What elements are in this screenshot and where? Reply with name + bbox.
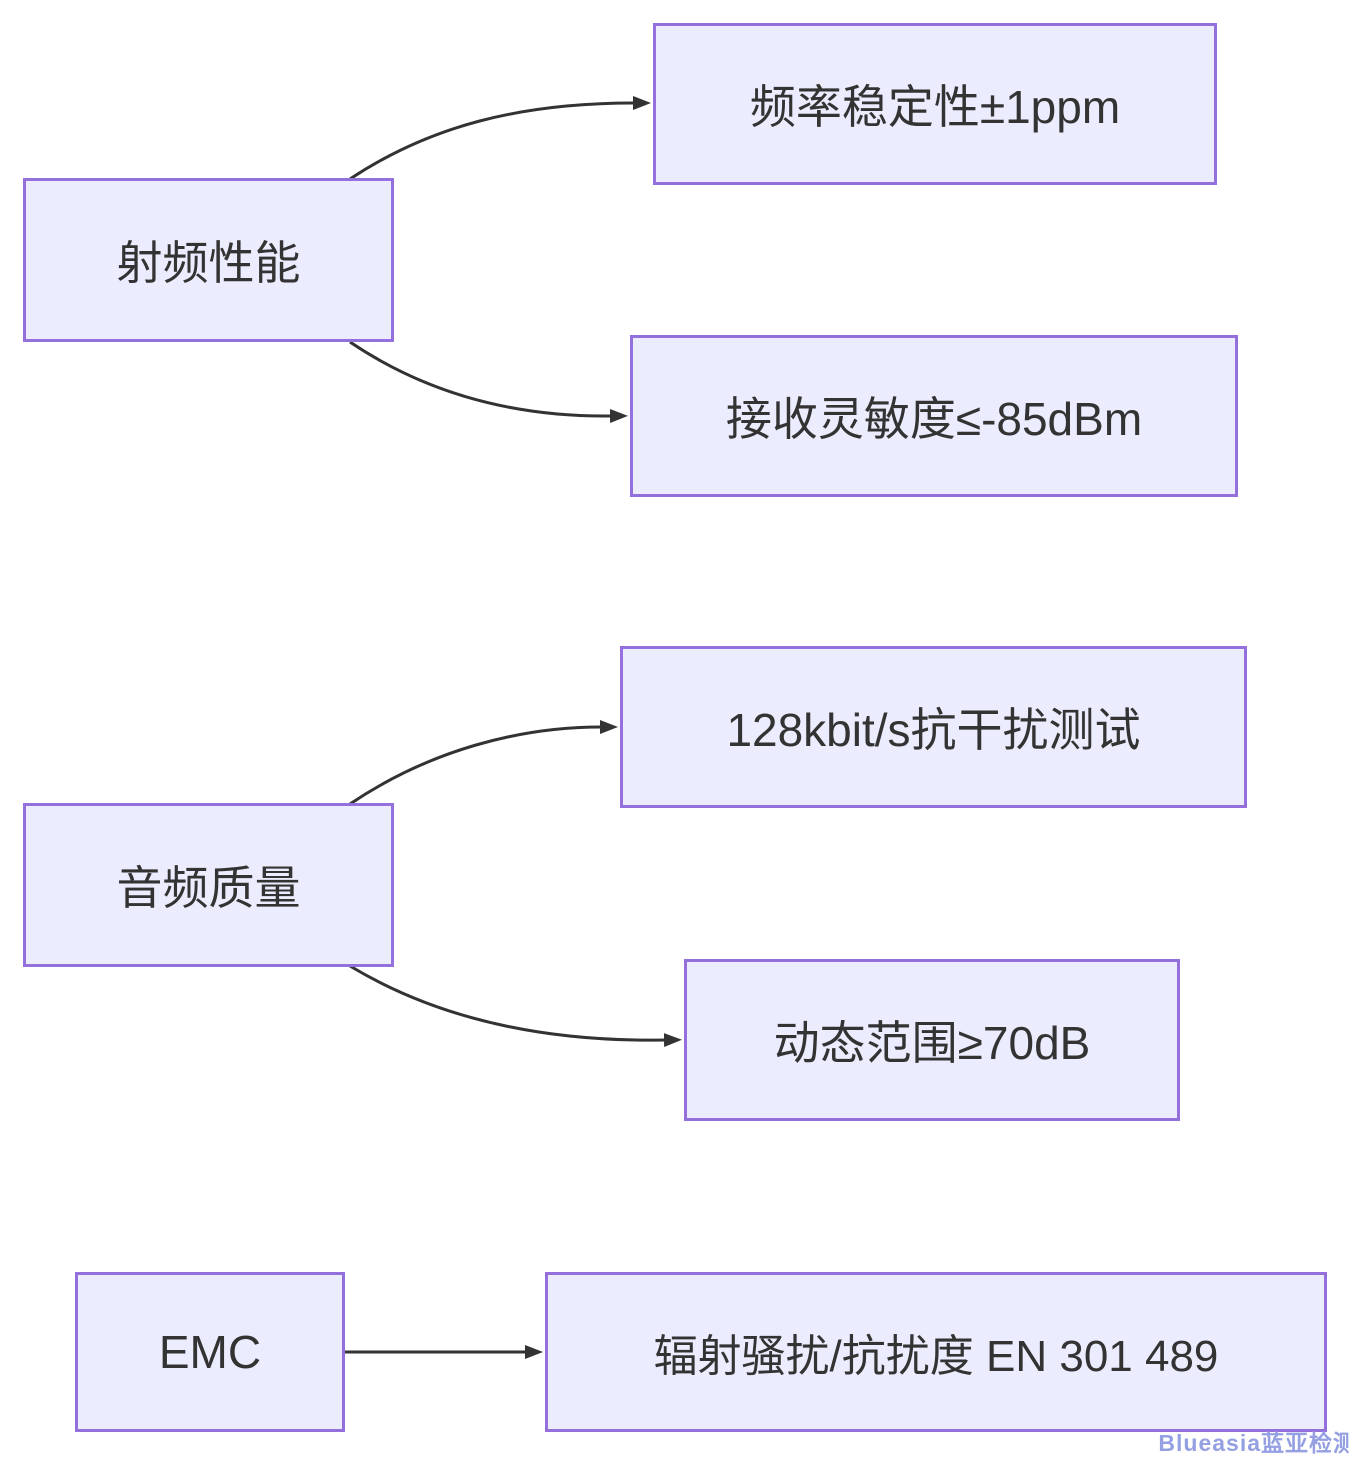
edge-rf-to-rx-sensitivity bbox=[349, 340, 628, 424]
edge-rf-to-freq-stability bbox=[349, 96, 651, 181]
node-dynamic-range-label: 动态范围≥70dB bbox=[773, 1017, 1091, 1069]
edge-audio-to-dynamic-range bbox=[349, 964, 682, 1048]
node-audio-quality-label: 音频质量 bbox=[116, 862, 301, 914]
node-bitrate-interference-test: 128kbit/s抗干扰测试 bbox=[620, 646, 1247, 808]
node-emc-test-standard: 辐射骚扰/抗扰度 EN 301 489 bbox=[545, 1272, 1327, 1432]
node-emc-label: EMC bbox=[158, 1326, 262, 1378]
node-rx-sensitivity-label: 接收灵敏度≤-85dBm bbox=[725, 393, 1143, 445]
node-frequency-stability-label: 频率稳定性±1ppm bbox=[749, 81, 1121, 133]
watermark: Blueasia蓝亚检测 bbox=[1158, 1430, 1349, 1456]
node-emc-test-standard-label: 辐射骚扰/抗扰度 EN 301 489 bbox=[653, 1332, 1219, 1381]
edge-audio-to-bitrate-test bbox=[349, 720, 618, 806]
node-frequency-stability: 频率稳定性±1ppm bbox=[653, 23, 1217, 185]
node-emc: EMC bbox=[75, 1272, 345, 1432]
node-bitrate-interference-test-label: 128kbit/s抗干扰测试 bbox=[726, 704, 1141, 756]
node-dynamic-range: 动态范围≥70dB bbox=[684, 959, 1180, 1121]
node-rf-performance-label: 射频性能 bbox=[116, 237, 301, 289]
node-rx-sensitivity: 接收灵敏度≤-85dBm bbox=[630, 335, 1238, 497]
node-audio-quality: 音频质量 bbox=[23, 803, 394, 967]
node-rf-performance: 射频性能 bbox=[23, 178, 394, 342]
